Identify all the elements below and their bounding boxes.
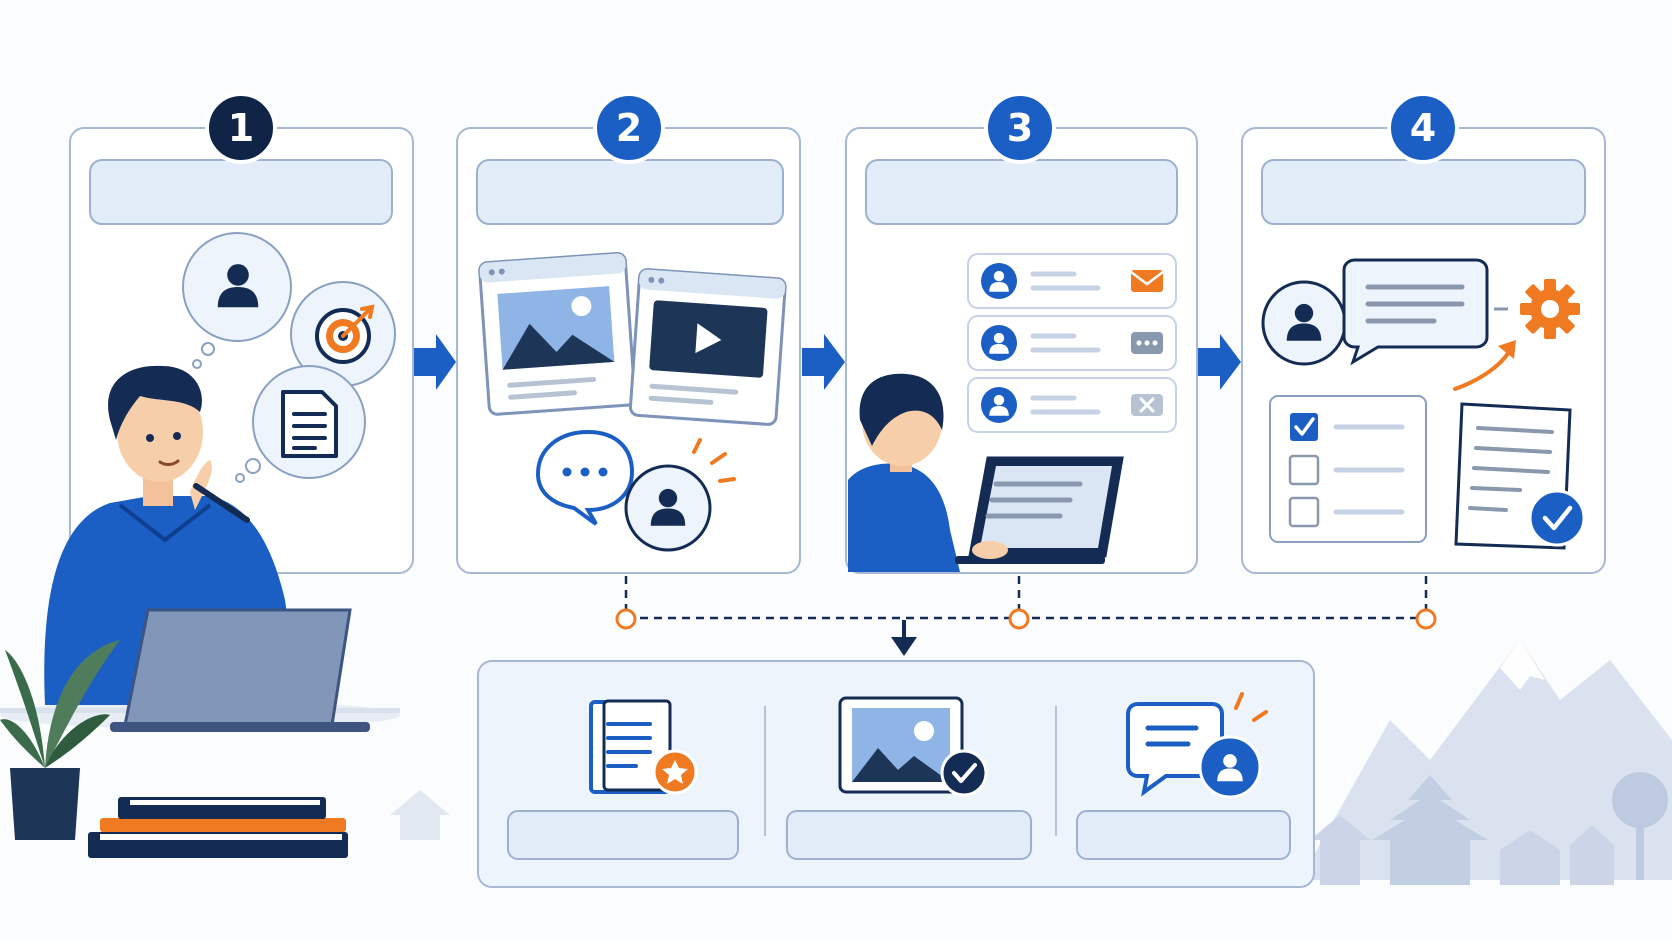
message-icon (1131, 332, 1163, 354)
image-card-icon (478, 251, 637, 416)
city-silhouette (1500, 825, 1614, 885)
gear-icon (1520, 279, 1580, 339)
plant-illustration (0, 640, 120, 840)
mountain-snow (1500, 640, 1545, 690)
step-badge-2: 2 (593, 92, 665, 164)
attention-marks (692, 438, 736, 483)
chat-bubble-icon (535, 429, 635, 526)
title-placeholder (1261, 159, 1586, 225)
connector-node (1008, 608, 1030, 630)
title-placeholder (865, 159, 1178, 225)
summary-divider (764, 706, 1057, 836)
progress-arrow (1453, 340, 1516, 391)
connector-node (615, 608, 637, 630)
approved-document-icon (1454, 402, 1586, 550)
video-card-icon (628, 268, 787, 426)
speech-bubble-icon (1342, 258, 1489, 366)
connector-node (1415, 608, 1437, 630)
pagoda-silhouette (1372, 775, 1488, 885)
svg-text:1: 1 (228, 106, 254, 150)
tree-silhouette (1612, 772, 1668, 828)
summary-label-placeholder (1076, 810, 1291, 860)
step-badge-1: 1 (205, 92, 277, 164)
small-pagoda-silhouette (390, 790, 450, 840)
books-illustration (88, 797, 348, 858)
flow-arrow-1-2 (414, 334, 456, 390)
mail-icon (1130, 270, 1164, 292)
temple-silhouette (1310, 815, 1370, 885)
flow-arrow-3-4 (1198, 334, 1241, 390)
summary-label-placeholder (507, 810, 739, 860)
down-arrow (891, 620, 917, 656)
approved-image-icon (838, 696, 988, 797)
person-at-laptop-illustration (848, 373, 1124, 572)
title-placeholder (476, 159, 784, 225)
step-badge-4: 4 (1387, 92, 1459, 164)
step-badge-3: 3 (984, 92, 1056, 164)
mountain-scenery (390, 640, 1672, 885)
title-placeholder (89, 159, 393, 225)
svg-text:4: 4 (1410, 106, 1436, 150)
user-avatar-4 (1261, 280, 1347, 366)
flow-arrow-2-3 (802, 334, 845, 390)
tree-trunk (1636, 820, 1644, 880)
summary-label-placeholder (786, 810, 1032, 860)
contact-row-2 (967, 315, 1177, 371)
svg-text:2: 2 (616, 106, 642, 150)
contact-row-1 (967, 253, 1177, 309)
close-icon (1131, 394, 1163, 416)
starred-document-icon (589, 699, 698, 795)
chat-user-icon (1126, 692, 1268, 799)
target-icon (315, 304, 375, 364)
document-icon (281, 390, 338, 458)
contact-row-3 (967, 377, 1177, 433)
user-avatar-2 (624, 464, 712, 552)
checklist-icon (1269, 395, 1427, 543)
svg-text:3: 3 (1007, 106, 1033, 150)
